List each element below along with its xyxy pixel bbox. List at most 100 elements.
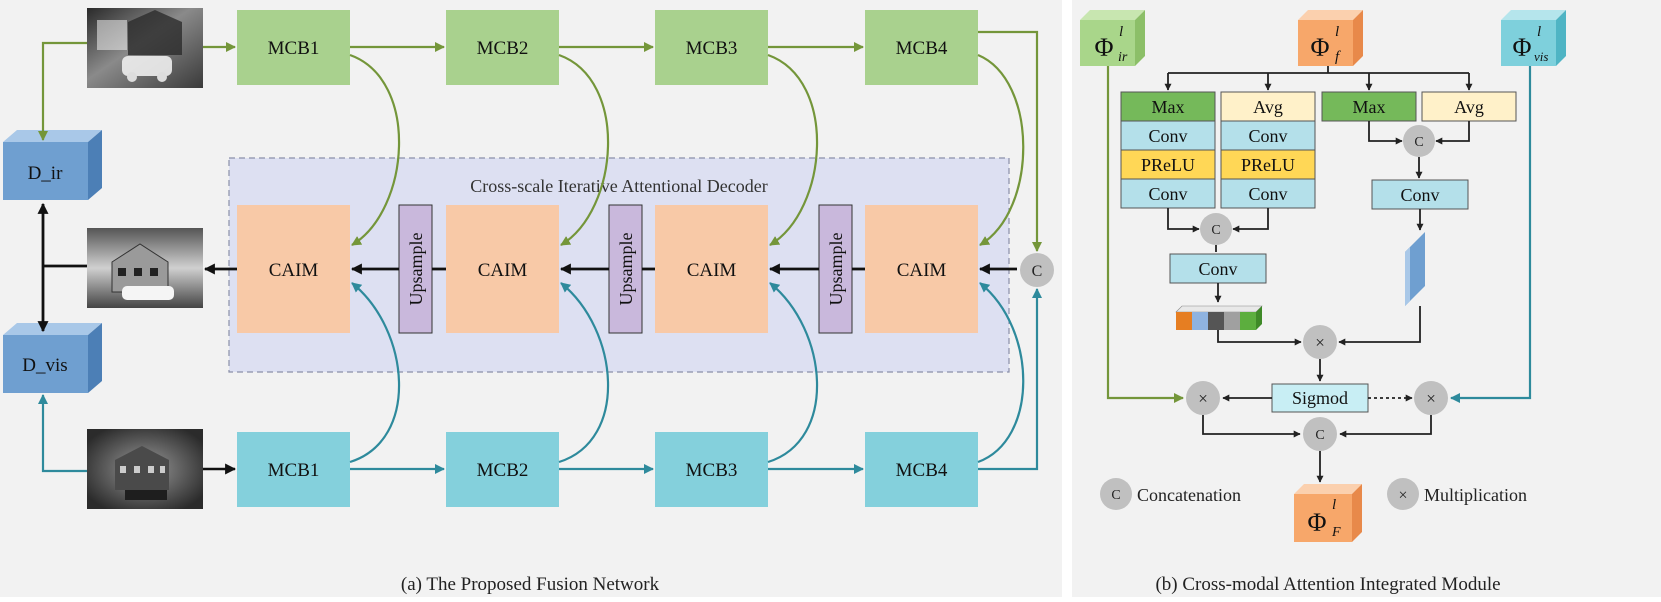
phi-ir-to-left-mult-arrow (1106, 66, 1184, 403)
avg1-label: Avg (1253, 97, 1283, 117)
phi-f-base: Φ (1310, 33, 1329, 62)
conv1a-block (1120, 120, 1216, 151)
phi-out-base: Φ (1307, 508, 1326, 537)
avg2-block (1421, 91, 1517, 122)
phi-f-cube: Φ l f (1298, 10, 1363, 66)
d-vis-label: D_vis (22, 355, 67, 376)
vis-to-dvis-arrow (38, 394, 87, 473)
caim4-block (865, 205, 978, 333)
max1-label: Max (1152, 97, 1185, 117)
sigmoid-label: Sigmod (1292, 388, 1348, 408)
caim3-label: CAIM (687, 260, 737, 281)
vis-mcb3-label: MCB3 (686, 460, 738, 481)
phi-vis-sub: vis (1534, 49, 1548, 64)
legend-mult-symbol: × (1398, 487, 1407, 504)
d-vis-cube: D_vis (3, 323, 102, 393)
phi-vis-to-right-mult-arrow (1450, 66, 1532, 403)
skip-vis-mcb3-caim3 (767, 282, 819, 464)
phi-vis-base: Φ (1512, 33, 1531, 62)
conv1b-block (1120, 178, 1216, 209)
avg1-block (1220, 91, 1316, 122)
conv2b-to-concat-arrow (1232, 208, 1269, 233)
conv2b-label: Conv (1248, 184, 1287, 204)
channel-attention-vector (1175, 305, 1263, 330)
concat-node-a (1020, 253, 1054, 287)
upsample1-label: Upsample (406, 232, 426, 305)
phi-out-cube: Φ l F (1294, 484, 1362, 542)
vis-mcb2-label: MCB2 (477, 460, 529, 481)
conv4-label: Conv (1198, 259, 1237, 279)
caim2-block (446, 205, 559, 333)
conv1a-label: Conv (1148, 126, 1187, 146)
phi-out-sup: l (1332, 497, 1336, 513)
legend-concat-symbol: C (1111, 488, 1120, 503)
caim3-block (655, 205, 768, 333)
conv1b-to-concat-arrow (1167, 208, 1200, 233)
mult-node-right (1414, 381, 1448, 415)
ir-mcb4-label: MCB4 (896, 38, 948, 59)
vis-mcb3-block (655, 432, 768, 507)
conv4-block (1169, 253, 1267, 284)
vis-mcb4-label: MCB4 (896, 460, 948, 481)
caim1-block (237, 205, 350, 333)
map-to-mult-arrow (1338, 306, 1421, 346)
mult-node-center (1303, 325, 1337, 359)
conv2b-block (1220, 178, 1316, 209)
skip-vis-mcb4-caim4 (977, 282, 1025, 464)
concat-node-b2 (1200, 213, 1232, 245)
ir-mcb2-label: MCB2 (477, 38, 529, 59)
mult-node-left (1186, 381, 1220, 415)
conv3-block (1371, 179, 1469, 210)
ir-to-dir-arrow (38, 41, 87, 141)
upsample1-block (398, 204, 433, 334)
concat-node-a-symbol: C (1032, 263, 1043, 280)
decoder-title: Cross-scale Iterative Attentional Decode… (470, 176, 767, 196)
max2-label: Max (1353, 97, 1386, 117)
d-ir-label: D_ir (28, 163, 64, 184)
left-mult-to-final-concat-arrow (1202, 415, 1301, 438)
skip-ir-mcb3-caim3 (767, 53, 819, 246)
d-ir-cube: D_ir (3, 130, 102, 200)
caim4-label: CAIM (897, 260, 947, 281)
right-mult-to-final-concat-arrow (1339, 415, 1432, 438)
skip-ir-mcb2-caim2 (558, 53, 610, 246)
ir-mcb4-block (865, 10, 978, 85)
ir-mcb1-block (237, 10, 350, 85)
phi-f-sup: l (1335, 24, 1339, 40)
avg2-to-concat-arrow (1435, 121, 1470, 145)
avg2-label: Avg (1454, 97, 1484, 117)
conv2a-block (1220, 120, 1316, 151)
phi-f-sub: f (1335, 49, 1341, 65)
concat-node-final-symbol: C (1315, 428, 1324, 443)
concat-node-b1-symbol: C (1414, 135, 1423, 150)
concat-node-b1 (1403, 125, 1435, 157)
max2-to-concat-arrow (1368, 121, 1403, 145)
visible-image (87, 429, 203, 509)
ir-mcb4-to-concat-arrow (978, 30, 1042, 252)
legend-concat-icon (1100, 478, 1132, 510)
concat-node-b2-symbol: C (1211, 223, 1220, 238)
prelu2-block (1220, 149, 1316, 180)
concat-node-final (1303, 417, 1337, 451)
legend-mult-icon (1387, 478, 1419, 510)
phi-ir-base: Φ (1094, 33, 1113, 62)
phi-out-sub: F (1331, 525, 1341, 540)
vis-mcb4-to-concat-arrow (978, 288, 1042, 471)
conv1b-label: Conv (1148, 184, 1187, 204)
upsample2-block (608, 204, 643, 334)
panel-b-background (1072, 0, 1661, 597)
panel-b-caption: (b) Cross-modal Attention Integrated Mod… (1155, 574, 1500, 595)
ir-mcb1-label: MCB1 (268, 38, 320, 59)
caim1-label: CAIM (269, 260, 319, 281)
upsample3-label: Upsample (826, 232, 846, 305)
legend-concat-label: Concatenation (1137, 485, 1241, 505)
phi-ir-sup: l (1119, 24, 1123, 40)
ir-mcb3-block (655, 10, 768, 85)
conv2a-label: Conv (1248, 126, 1287, 146)
skip-ir-mcb4-caim4 (977, 53, 1025, 246)
caim2-label: CAIM (478, 260, 528, 281)
mult-node-left-symbol: × (1198, 389, 1208, 408)
vis-mcb1-block (237, 432, 350, 507)
